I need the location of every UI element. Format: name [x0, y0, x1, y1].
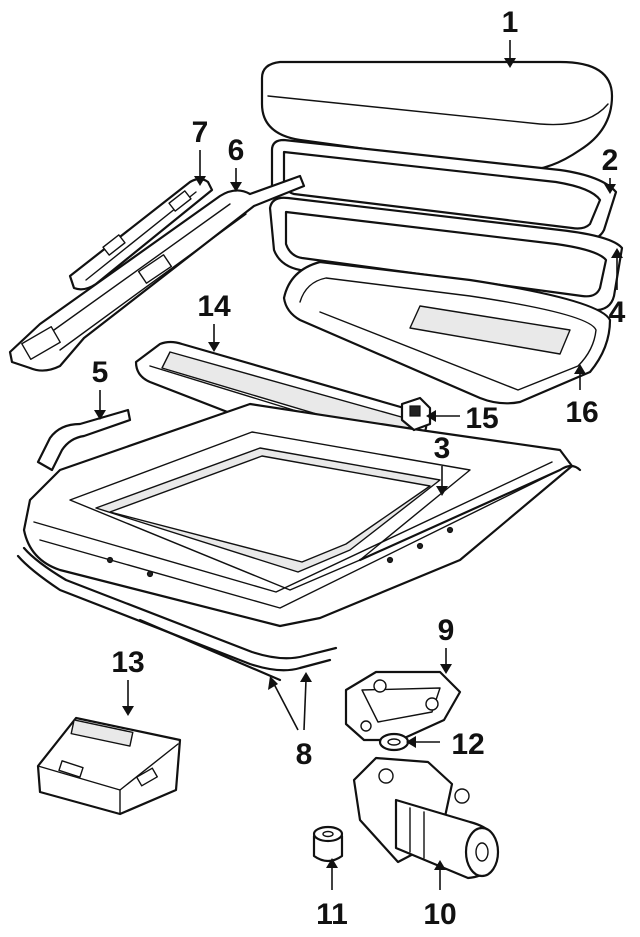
callout-4: 4 [609, 296, 626, 329]
callout-11: 11 [316, 898, 348, 931]
callout-7: 7 [192, 116, 209, 149]
part-3-housing-frame[interactable] [22, 402, 574, 628]
part-9-motor-bracket[interactable] [344, 670, 462, 742]
part-5-drain-strip[interactable] [36, 408, 132, 472]
callout-5: 5 [92, 356, 109, 389]
callout-12: 12 [451, 728, 484, 761]
callout-16: 16 [565, 396, 598, 429]
callout-13: 13 [111, 646, 144, 679]
part-16-sunshade[interactable] [282, 260, 612, 405]
part-13-control-module[interactable] [36, 716, 182, 816]
part-6-drive-track[interactable] [8, 174, 306, 372]
part-8-drain-tubes[interactable] [16, 464, 582, 682]
callout-14: 14 [197, 290, 231, 323]
callout-15: 15 [465, 402, 498, 435]
part-4-frame-seal[interactable] [268, 196, 624, 312]
callout-9: 9 [438, 614, 455, 647]
part-10-motor[interactable] [352, 756, 500, 880]
part-12-drive-gear[interactable] [378, 732, 410, 752]
callout-6: 6 [228, 134, 245, 167]
callout-2: 2 [602, 144, 619, 177]
callout-10: 10 [423, 898, 456, 931]
callout-numbers: 1 2 4 16 7 6 14 5 3 15 9 12 13 8 10 11 [92, 6, 626, 931]
part-11-bushing[interactable] [312, 825, 344, 863]
callout-8: 8 [296, 738, 313, 771]
callout-1: 1 [502, 6, 519, 39]
part-15-bracket[interactable] [400, 396, 432, 432]
callout-3: 3 [434, 432, 451, 465]
leader-lines [94, 40, 623, 890]
part-7-guide-rail[interactable] [68, 177, 214, 291]
